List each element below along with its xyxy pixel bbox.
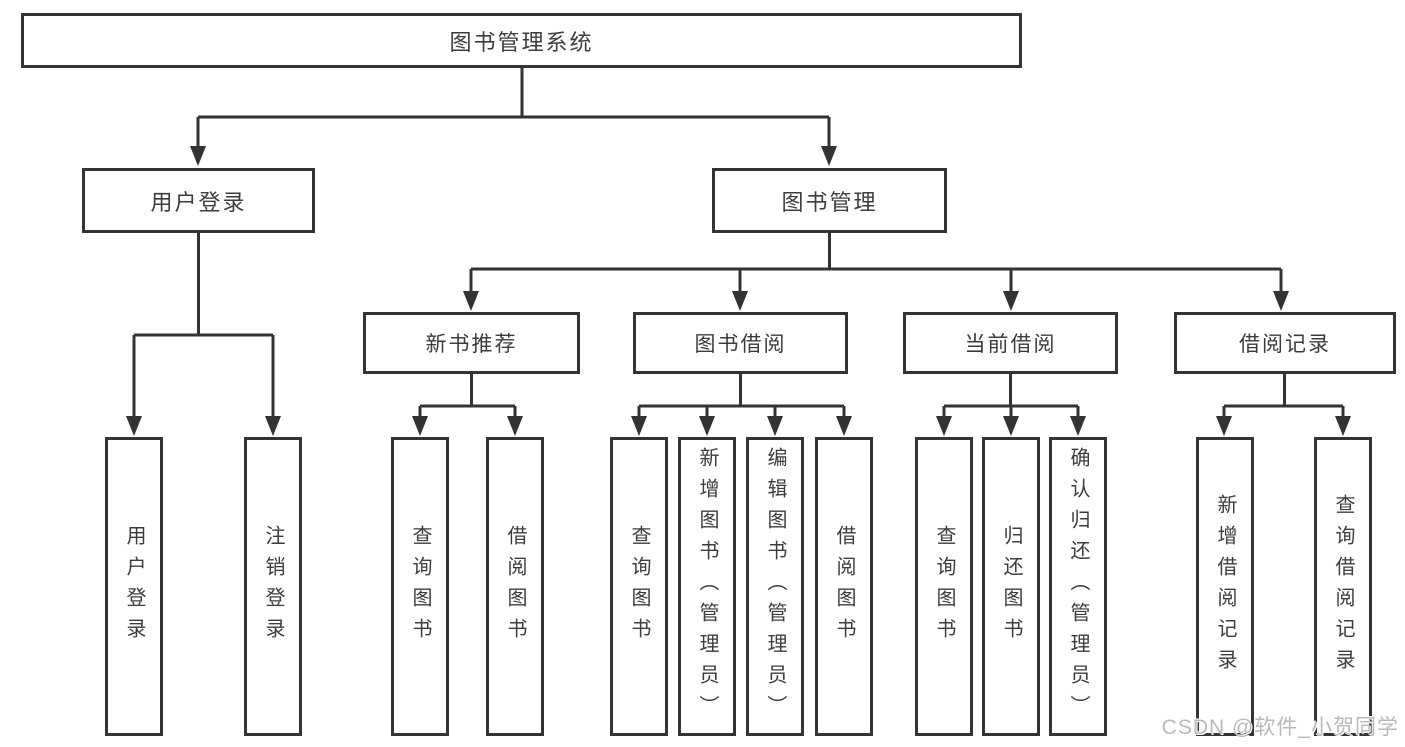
node-current-borrow: 当前借阅 [903,312,1118,374]
leaf-current-query: 查询图书 [915,437,973,736]
csdn-watermark: CSDN @软件_小贺同学 [1161,716,1399,739]
leaf-current-confirm-admin-label: 确认归还（管理员） [1067,447,1089,726]
leaf-borrow-edit-admin: 编辑图书（管理员） [746,437,804,736]
leaf-newbooks-query-label: 查询图书 [409,524,431,649]
leaf-newbooks-query: 查询图书 [391,437,449,736]
leaf-current-return-label: 归还图书 [1000,524,1022,649]
leaf-borrow-add-admin-label: 新增图书（管理员） [696,447,718,726]
leaf-user-login: 用户登录 [105,437,163,736]
node-root: 图书管理系统 [21,13,1022,68]
leaf-borrow-query: 查询图书 [610,437,668,736]
leaf-newbooks-borrow: 借阅图书 [486,437,544,736]
node-borrow-records: 借阅记录 [1174,312,1396,374]
node-new-book-recommend-label: 新书推荐 [425,333,518,356]
leaf-records-add: 新增借阅记录 [1196,437,1254,736]
node-book-borrow: 图书借阅 [633,312,848,374]
node-current-borrow-label: 当前借阅 [964,333,1057,356]
node-book-management: 图书管理 [712,168,947,233]
node-user-login-label: 用户登录 [150,189,247,215]
node-book-management-label: 图书管理 [781,189,878,215]
leaf-records-add-label: 新增借阅记录 [1214,493,1236,680]
leaf-current-query-label: 查询图书 [933,524,955,649]
leaf-borrow-borrow-label: 借阅图书 [833,524,855,649]
leaf-newbooks-borrow-label: 借阅图书 [504,524,526,649]
leaf-borrow-query-label: 查询图书 [628,524,650,649]
leaf-logout: 注销登录 [244,437,302,736]
arrowheads [126,146,1351,436]
node-root-label: 图书管理系统 [449,29,594,55]
node-book-borrow-label: 图书借阅 [694,333,787,356]
node-borrow-records-label: 借阅记录 [1239,333,1331,356]
node-new-book-recommend: 新书推荐 [363,312,580,374]
leaf-borrow-edit-admin-label: 编辑图书（管理员） [764,447,786,726]
node-user-login: 用户登录 [82,168,315,233]
leaf-borrow-add-admin: 新增图书（管理员） [678,437,736,736]
leaf-current-confirm-admin: 确认归还（管理员） [1049,437,1107,736]
leaf-user-login-label: 用户登录 [123,524,145,649]
leaf-records-query: 查询借阅记录 [1314,437,1372,736]
leaf-current-return: 归还图书 [982,437,1040,736]
leaf-records-query-label: 查询借阅记录 [1332,493,1354,680]
leaf-logout-label: 注销登录 [262,524,284,649]
leaf-borrow-borrow: 借阅图书 [815,437,873,736]
